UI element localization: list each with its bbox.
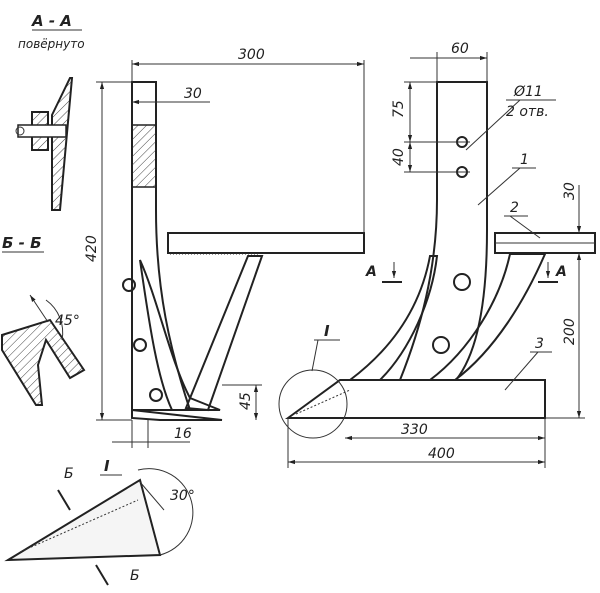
- section-bb-angle: 45°: [55, 313, 80, 329]
- side-bolt-1: [122, 278, 136, 292]
- section-aa-bolt: [17, 124, 67, 138]
- front-view: 60 75 40 Ø11 2 отв. 1 2 3 30 200 33: [278, 41, 596, 468]
- dim-40-label: 40: [391, 148, 407, 166]
- section-bb: Б - Б 45°: [0, 234, 86, 406]
- section-aa-plate: [51, 77, 74, 211]
- side-foot: [131, 408, 223, 421]
- part-1-label: 1: [520, 152, 529, 168]
- section-bb-angle-line: [29, 294, 49, 323]
- dim-bar30-label: 30: [562, 182, 578, 200]
- dim-30-label: 30: [184, 86, 202, 102]
- dim-200-label: 200: [562, 318, 578, 345]
- dim-300-label: 300: [238, 47, 265, 63]
- side-view: 300 30 420 45 16: [84, 47, 365, 448]
- side-bolt-3: [149, 388, 163, 402]
- detail-i: I 30° Б Б: [4, 457, 195, 586]
- front-nut-2: [432, 336, 450, 354]
- part-3-label: 3: [535, 336, 544, 352]
- part-2-label: 2: [510, 200, 519, 216]
- side-stay: [184, 255, 264, 412]
- section-bb-arc: [45, 299, 64, 341]
- section-aa-subtitle: повёрнуто: [18, 37, 85, 51]
- section-aa-title: А - А: [31, 12, 72, 30]
- dim-400-label: 400: [428, 446, 455, 462]
- dim-330-label: 330: [401, 422, 428, 438]
- section-aa-bolt-head: [15, 126, 25, 136]
- dim-45-label: 45: [238, 392, 254, 410]
- section-a-left-label: А: [365, 264, 377, 280]
- dim-420-label: 420: [84, 235, 100, 262]
- hole-label: Ø11: [513, 84, 543, 100]
- detail-i-cut-bottom: [95, 564, 109, 586]
- hole-count: 2 отв.: [506, 104, 549, 120]
- detail-mark: I: [324, 322, 330, 340]
- detail-i-leader: [139, 481, 165, 511]
- side-share: [139, 259, 221, 411]
- detail-i-blade: [4, 478, 162, 562]
- detail-i-cut-label-bottom: Б: [130, 568, 140, 584]
- front-stay: [427, 253, 547, 381]
- detail-circle: [278, 369, 348, 439]
- side-hatched-zone: [131, 124, 157, 188]
- detail-i-cut-top: [57, 489, 71, 511]
- detail-i-cut-label-top: Б: [64, 466, 74, 482]
- part-3-leader: [504, 351, 539, 391]
- section-a-right-label: А: [555, 264, 567, 280]
- part-2-leader: [509, 215, 541, 239]
- front-base-serration: [295, 389, 351, 415]
- detail-i-serration: [19, 499, 139, 553]
- detail-leader: [311, 339, 319, 372]
- hole-leader: [465, 99, 521, 151]
- side-bolt-2: [133, 338, 147, 352]
- dim-75-label: 75: [391, 100, 407, 118]
- dim-16-label: 16: [174, 426, 192, 442]
- side-bar: [167, 232, 365, 254]
- section-aa: А - А повёрнуто: [15, 12, 85, 211]
- part-1-leader: [477, 167, 521, 206]
- dim-60-label: 60: [451, 41, 469, 57]
- section-bb-title: Б - Б: [2, 234, 42, 252]
- detail-i-title: I: [104, 457, 110, 475]
- detail-i-arc: [137, 468, 194, 556]
- front-nut-1: [453, 273, 471, 291]
- detail-i-angle: 30°: [170, 488, 195, 504]
- front-base: [284, 379, 546, 419]
- section-bb-profile: [0, 318, 86, 406]
